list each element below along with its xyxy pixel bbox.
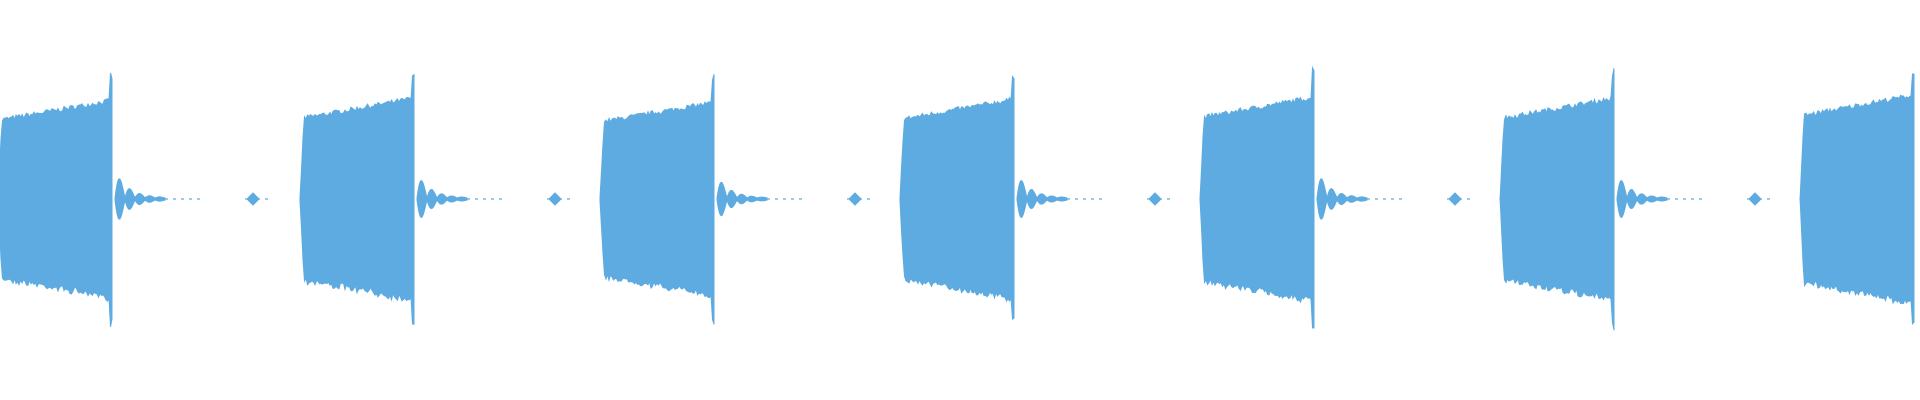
waveform-burst bbox=[1799, 73, 1915, 325]
waveform-burst bbox=[1499, 68, 1615, 331]
waveform-segments bbox=[0, 65, 1915, 331]
waveform-burst bbox=[599, 74, 715, 325]
waveform-tail bbox=[1016, 180, 1068, 218]
waveform-tail bbox=[1316, 178, 1368, 220]
waveform-burst bbox=[299, 73, 415, 325]
waveform-burst bbox=[0, 72, 113, 327]
waveform-tail bbox=[416, 180, 468, 218]
waveform-tail bbox=[716, 181, 768, 217]
waveform-burst bbox=[899, 75, 1015, 320]
waveform-tail bbox=[1616, 180, 1668, 218]
waveform-tail bbox=[114, 178, 166, 220]
waveform-burst bbox=[1199, 65, 1315, 329]
